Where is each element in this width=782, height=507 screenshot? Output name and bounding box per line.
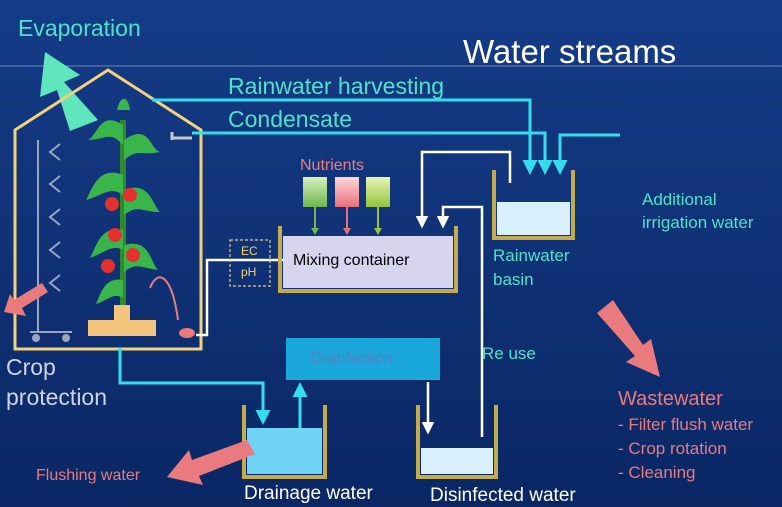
condensate-label: Condensate <box>228 106 353 132</box>
tomato <box>126 248 140 262</box>
wastewater-label: Wastewater <box>618 388 723 410</box>
cyan-flows <box>118 98 620 432</box>
tomato <box>108 228 122 242</box>
tomato-plant <box>86 98 160 336</box>
crop-protection-label-line2: protection <box>6 384 108 410</box>
drip-tube <box>149 276 179 321</box>
nutrient-tank-b <box>335 177 359 207</box>
greenhouse-to-drainage-flow <box>118 348 271 425</box>
tomato <box>101 259 115 273</box>
flushing-water-label: Flushing water <box>36 467 141 484</box>
white-flows <box>196 150 512 437</box>
rainwater-basin <box>492 170 575 240</box>
rainwater-basin-label-line2: basin <box>493 270 534 289</box>
evaporation-arrow <box>40 52 98 131</box>
drainage-water-label: Drainage water <box>244 483 373 504</box>
ec-ph-sensor <box>229 239 271 287</box>
additional-irrigation-label-line2: irrigation water <box>642 213 754 232</box>
evaporation-label: Evaporation <box>18 15 141 41</box>
drain-collector <box>179 328 195 338</box>
crop-protection-arrow <box>4 283 48 316</box>
growing-substrate <box>114 305 130 321</box>
basin-to-mixing-flow <box>415 150 512 229</box>
condensate-flow <box>192 131 553 175</box>
additional-irrigation-flow <box>552 133 620 175</box>
ph-label: pH <box>241 265 257 279</box>
growing-slab <box>88 320 156 336</box>
nutrients-label: Nutrients <box>300 157 365 174</box>
crop-protection-label-line1: Crop <box>6 354 56 380</box>
drainage-container <box>242 405 327 479</box>
disinfected-water-container <box>416 405 498 479</box>
flushing-water-arrow <box>167 440 255 485</box>
mixing-container-label: Mixing container <box>293 252 410 269</box>
nutrient-tanks <box>303 177 390 235</box>
pipe-rail-trolley <box>30 140 72 342</box>
nutrient-tank-c <box>366 177 390 207</box>
mixing-container <box>278 226 458 293</box>
wastewater-item: - Cleaning <box>618 463 696 482</box>
disinfection-label: Disinfection <box>310 350 393 367</box>
tomato <box>105 197 119 211</box>
rainwater-basin-label-line1: Rainwater <box>493 246 570 265</box>
nutrient-tank-a <box>303 177 327 207</box>
greenhouse <box>13 68 203 351</box>
tomato <box>123 188 137 202</box>
ec-label: EC <box>241 244 258 258</box>
disinfection-unit <box>286 338 440 380</box>
wastewater-item: - Crop rotation <box>618 439 727 458</box>
wastewater-arrow <box>597 300 660 377</box>
reuse-to-mixing-flow <box>436 205 484 437</box>
additional-irrigation-label-line1: Additional <box>642 190 717 209</box>
rainwater-harvesting-flow <box>152 98 538 175</box>
disinfected-water-label: Disinfected water <box>430 485 576 506</box>
re-use-label: Re use <box>482 344 536 363</box>
page-title: Water streams <box>463 33 677 70</box>
wastewater-item: - Filter flush water <box>618 415 754 434</box>
mixing-to-greenhouse-flow <box>196 258 284 337</box>
rainwater-harvesting-label: Rainwater harvesting <box>228 73 445 99</box>
